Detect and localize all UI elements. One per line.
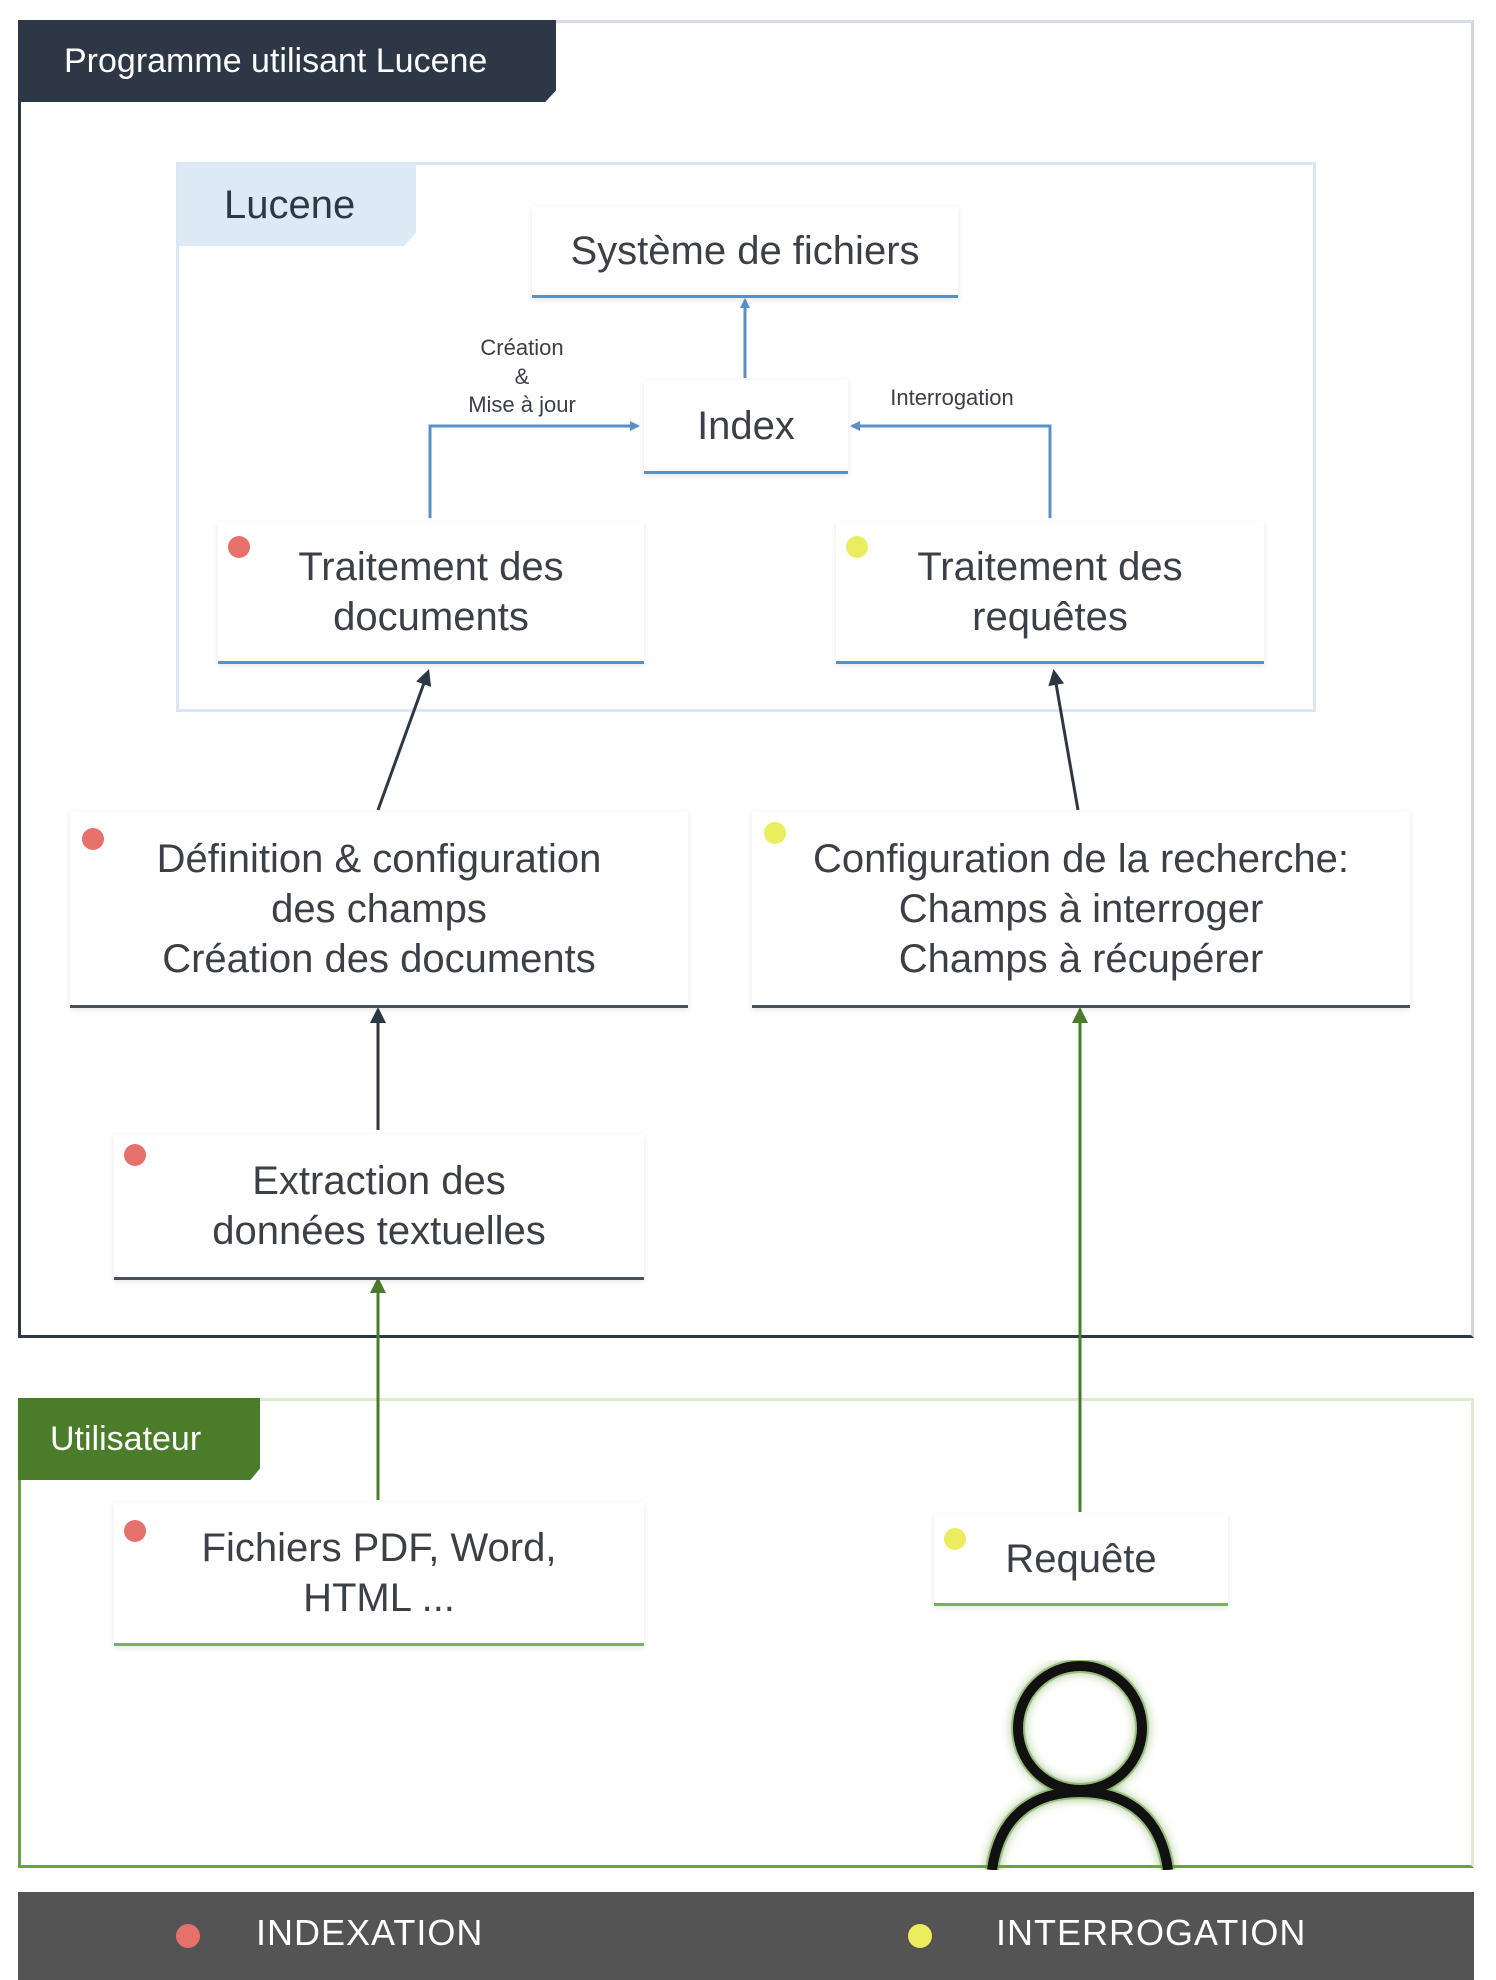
node-query-processing-wrap: Traitement des requêtes: [836, 522, 1264, 664]
indexation-legend-dot: [176, 1924, 200, 1948]
legend-indexation: INDEXATION: [256, 1912, 484, 1953]
user-icon: [985, 1660, 1175, 1870]
legend-interrogation: INTERROGATION: [996, 1912, 1307, 1953]
label-interrogation: Interrogation: [890, 385, 1014, 410]
interrogation-dot: [944, 1528, 966, 1550]
node-filesystem: Système de fichiers: [532, 206, 958, 298]
interrogation-dot: [764, 822, 786, 844]
arrow-queries-to-index: [850, 421, 1052, 518]
node-field-definition: Définition & configuration des champs Cr…: [70, 812, 688, 1008]
arrow-fields-to-docs: [376, 669, 432, 811]
user-frame-title: Utilisateur: [18, 1398, 260, 1480]
node-doc-processing-wrap: Traitement des documents: [218, 522, 644, 664]
interrogation-legend-dot: [908, 1924, 932, 1948]
program-frame-title: Programme utilisant Lucene: [18, 20, 556, 102]
node-input-files: Fichiers PDF, Word, HTML ...: [114, 1502, 644, 1646]
node-query-processing: Traitement des requêtes: [836, 522, 1264, 664]
label-creation-update: Création & Mise à jour: [468, 335, 576, 418]
indexation-dot: [124, 1520, 146, 1542]
node-doc-processing: Traitement des documents: [218, 522, 644, 664]
interrogation-dot: [846, 536, 868, 558]
indexation-dot: [82, 828, 104, 850]
indexation-dot: [228, 536, 250, 558]
node-field-definition-wrap: Définition & configuration des champs Cr…: [70, 812, 688, 1008]
arrow-docs-to-index: [428, 421, 640, 518]
indexation-dot: [124, 1144, 146, 1166]
node-query-wrap: Requête: [934, 1514, 1228, 1606]
node-index: Index: [644, 380, 848, 474]
node-text-extraction-wrap: Extraction des données textuelles: [114, 1134, 644, 1280]
node-search-config: Configuration de la recherche: Champs à …: [752, 812, 1410, 1008]
node-text-extraction: Extraction des données textuelles: [114, 1134, 644, 1280]
node-input-files-wrap: Fichiers PDF, Word, HTML ...: [114, 1502, 644, 1646]
node-query: Requête: [934, 1514, 1228, 1606]
arrow-searchconfig-to-queries: [1048, 669, 1080, 811]
legend-bar: [18, 1892, 1474, 1980]
node-search-config-wrap: Configuration de la recherche: Champs à …: [752, 812, 1410, 1008]
lucene-frame-title: Lucene: [178, 164, 416, 246]
